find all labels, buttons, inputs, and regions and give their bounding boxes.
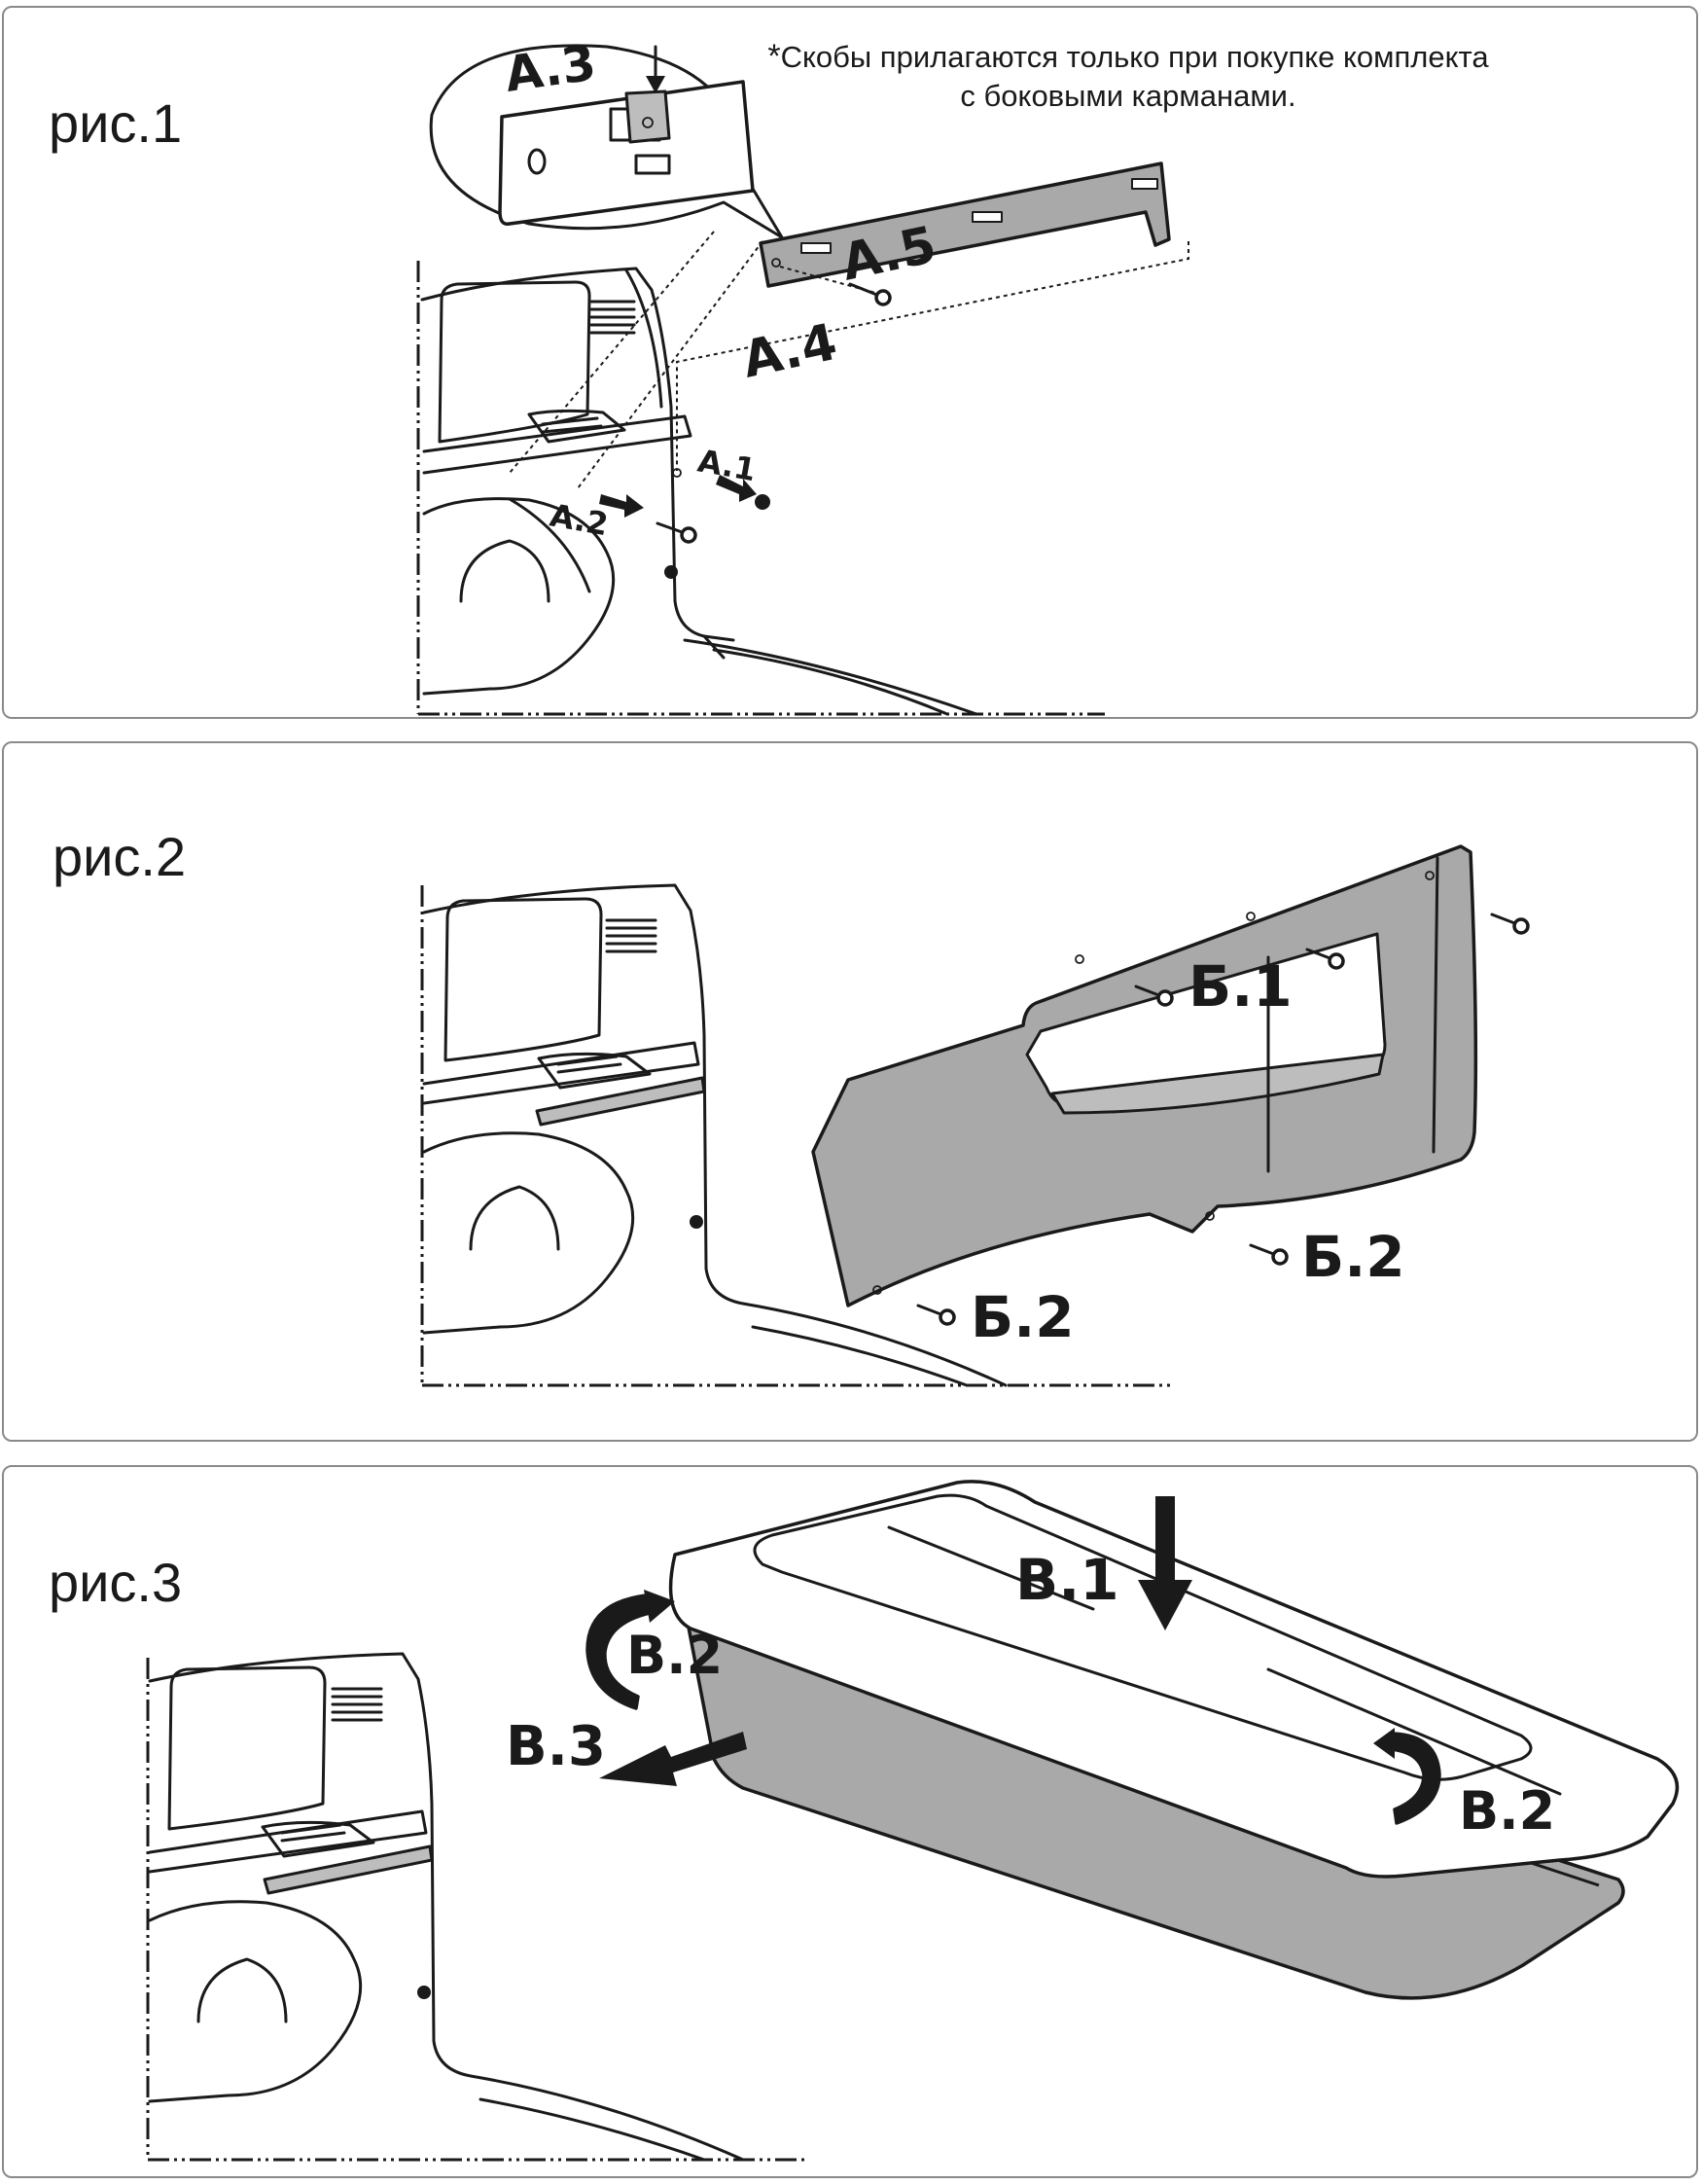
screw-a5 (848, 282, 892, 306)
rotate-arrow-left (585, 1590, 675, 1710)
bracket-note: *Скобы прилагаются только при покупке ко… (729, 37, 1527, 116)
figure-panel-3: рис.3 (2, 1465, 1698, 2178)
callout-b2-left: Б.2 (971, 1284, 1075, 1350)
car-interior-outline-2 (422, 883, 1008, 1387)
side-pocket (811, 844, 1478, 1307)
magnifier-bubble (429, 44, 784, 239)
note-line-1: Скобы прилагаются только при покупке ком… (780, 40, 1489, 74)
arrow-down (1138, 1496, 1192, 1630)
note-asterisk: * (767, 38, 781, 75)
arrow-out (599, 1732, 747, 1786)
figure-panel-1: рис.1 *Скобы прилагаются только при поку… (2, 6, 1698, 719)
callout-v2-right: B.2 (1459, 1780, 1555, 1842)
bracket-part (759, 161, 1171, 288)
note-line-2: с боковыми карманами. (960, 79, 1296, 113)
callout-v1: B.1 (1015, 1547, 1119, 1613)
car-interior-outline-1 (420, 267, 978, 716)
rotate-arrow-right (1373, 1728, 1441, 1825)
figure-panel-2: рис.2 (2, 741, 1698, 1442)
callout-a1: A.1 (695, 442, 759, 488)
callout-v3: B.3 (506, 1715, 606, 1778)
figure-label-1: рис.1 (49, 92, 183, 154)
screws-b (916, 913, 1530, 1326)
callout-a3: A.3 (502, 34, 600, 102)
callout-a4: A.4 (737, 313, 842, 390)
vent-grille-3 (280, 1687, 383, 1843)
figure-label-3: рис.3 (49, 1552, 183, 1613)
figure-2-drawing: Б.1 Б.2 Б.2 (420, 844, 1530, 1387)
car-interior-outline-3 (148, 1652, 745, 2162)
figure-3-drawing: B.1 B.2 B.2 B.3 (146, 1480, 1680, 2162)
vent-grille-2 (556, 918, 657, 1074)
figure-label-2: рис.2 (53, 826, 187, 887)
callout-b1: Б.1 (1188, 953, 1293, 1020)
figure-1-drawing: A.3 A.5 A.4 A.1 A.2 (416, 34, 1189, 716)
callout-b2-right: Б.2 (1301, 1224, 1405, 1290)
callout-v2-left: B.2 (626, 1625, 723, 1686)
screw-a2 (656, 521, 697, 544)
